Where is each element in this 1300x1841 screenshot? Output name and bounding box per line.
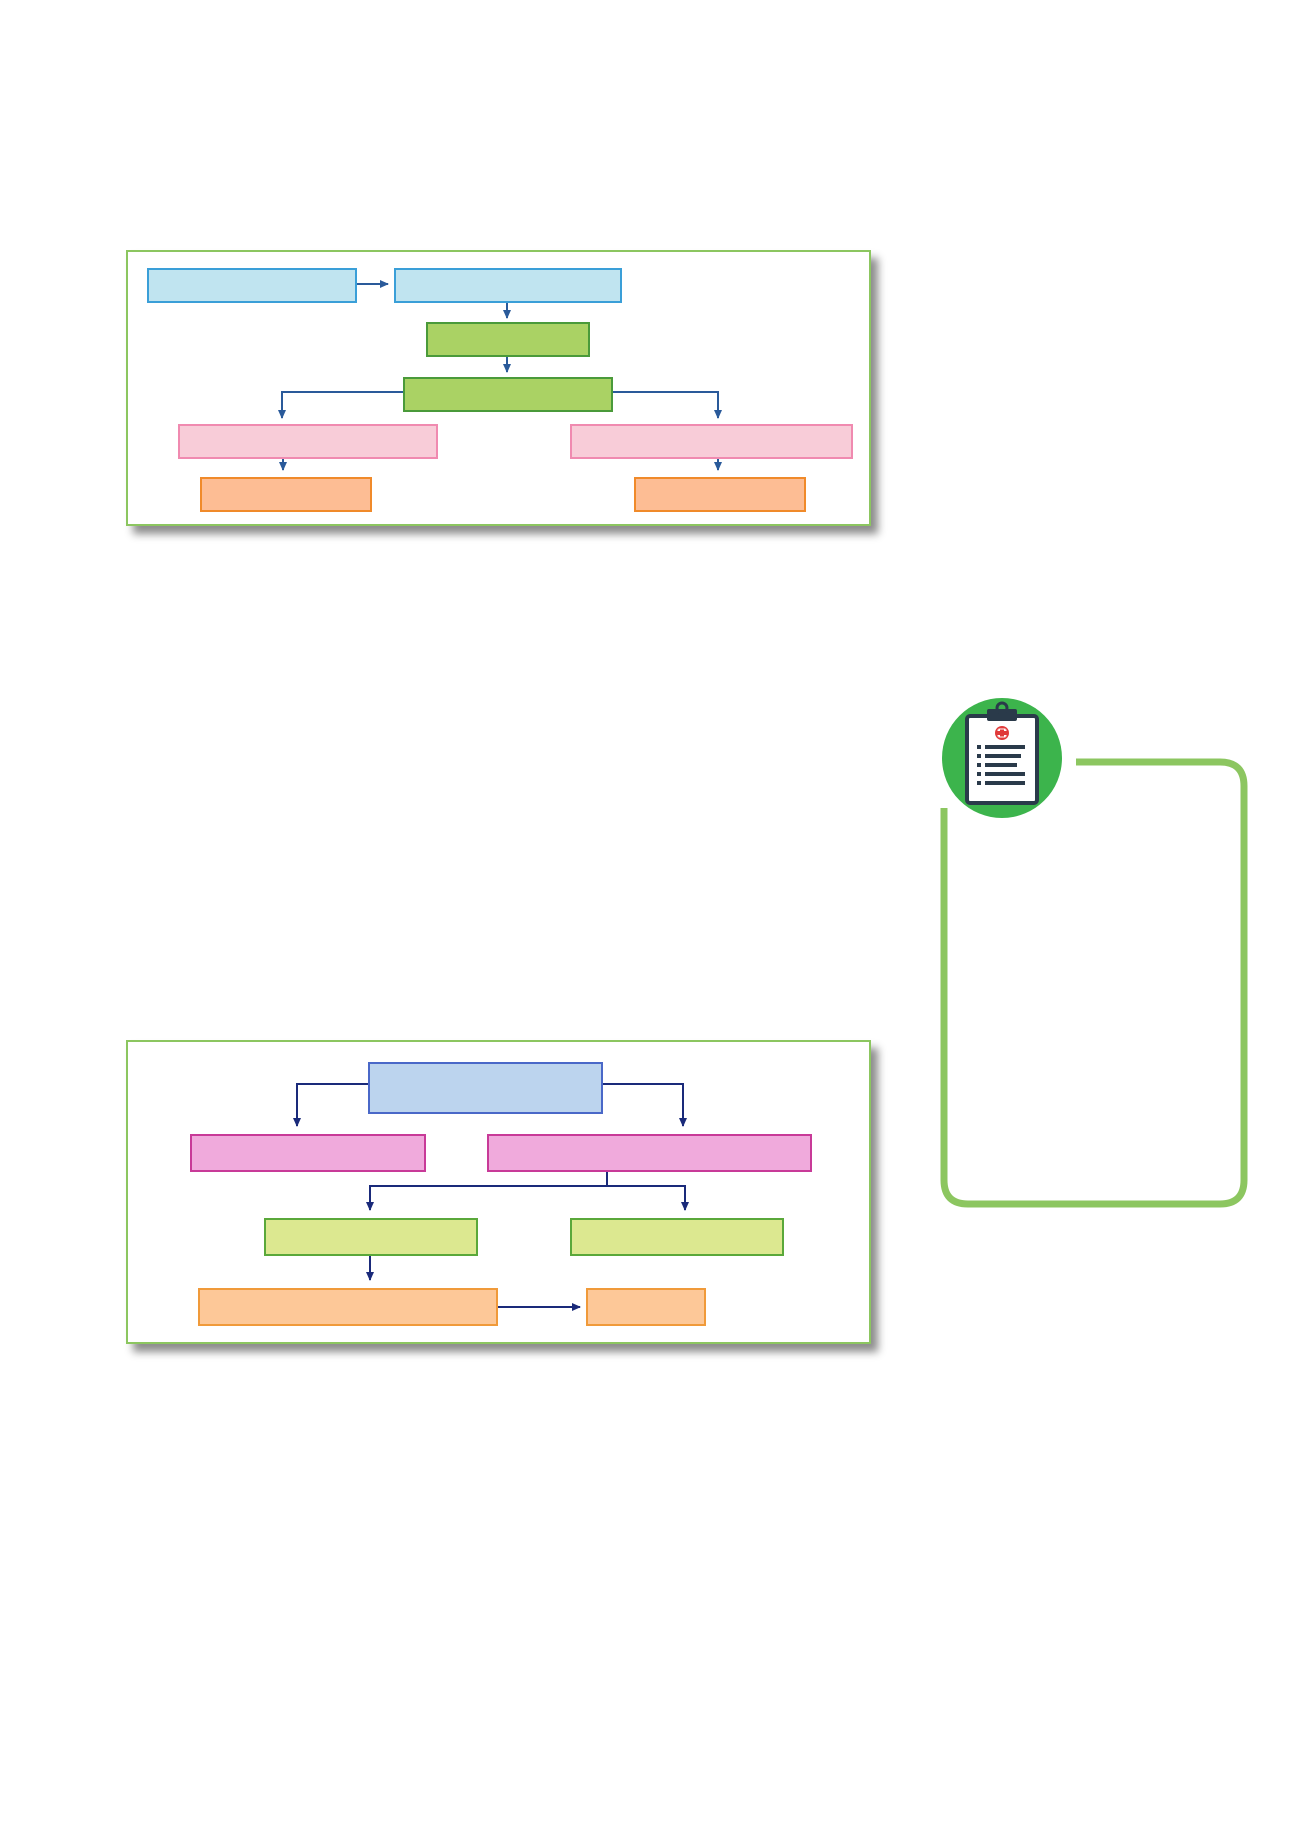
flowchart-2-node-g2 xyxy=(570,1218,784,1256)
flowchart-2-node-m1 xyxy=(190,1134,426,1172)
flowchart-1-node-d2 xyxy=(570,424,853,459)
flowchart-panel-1 xyxy=(126,250,871,526)
flowchart-2-node-o2 xyxy=(586,1288,706,1326)
flowchart-2-connectors xyxy=(293,1083,689,1311)
flowchart-2-node-top xyxy=(368,1062,603,1114)
flowchart-1-node-a2 xyxy=(394,268,622,303)
connector-top-m1 xyxy=(293,1083,368,1127)
flowchart-2-node-g1 xyxy=(264,1218,478,1256)
flowchart-panel-2 xyxy=(126,1040,871,1344)
flowchart-2-node-o1 xyxy=(198,1288,498,1326)
flowchart-1-node-e1 xyxy=(200,477,372,512)
flowchart-1-node-b xyxy=(426,322,590,357)
connector-m2-g2 xyxy=(607,1185,689,1211)
flowchart-1-node-e2 xyxy=(634,477,806,512)
flowchart-1-node-c xyxy=(403,377,613,412)
connector-c-d1 xyxy=(278,391,403,419)
connector-top-m2 xyxy=(601,1083,687,1127)
flowchart-1-node-a1 xyxy=(147,268,357,303)
connector-c-d2 xyxy=(611,391,722,419)
flowchart-2-node-m2 xyxy=(487,1134,812,1172)
clipboard-medical-icon xyxy=(942,698,1062,818)
flowchart-1-node-d1 xyxy=(178,424,438,459)
connector-m2-g1 xyxy=(366,1170,608,1211)
sidebar-note-text xyxy=(962,830,1224,1180)
